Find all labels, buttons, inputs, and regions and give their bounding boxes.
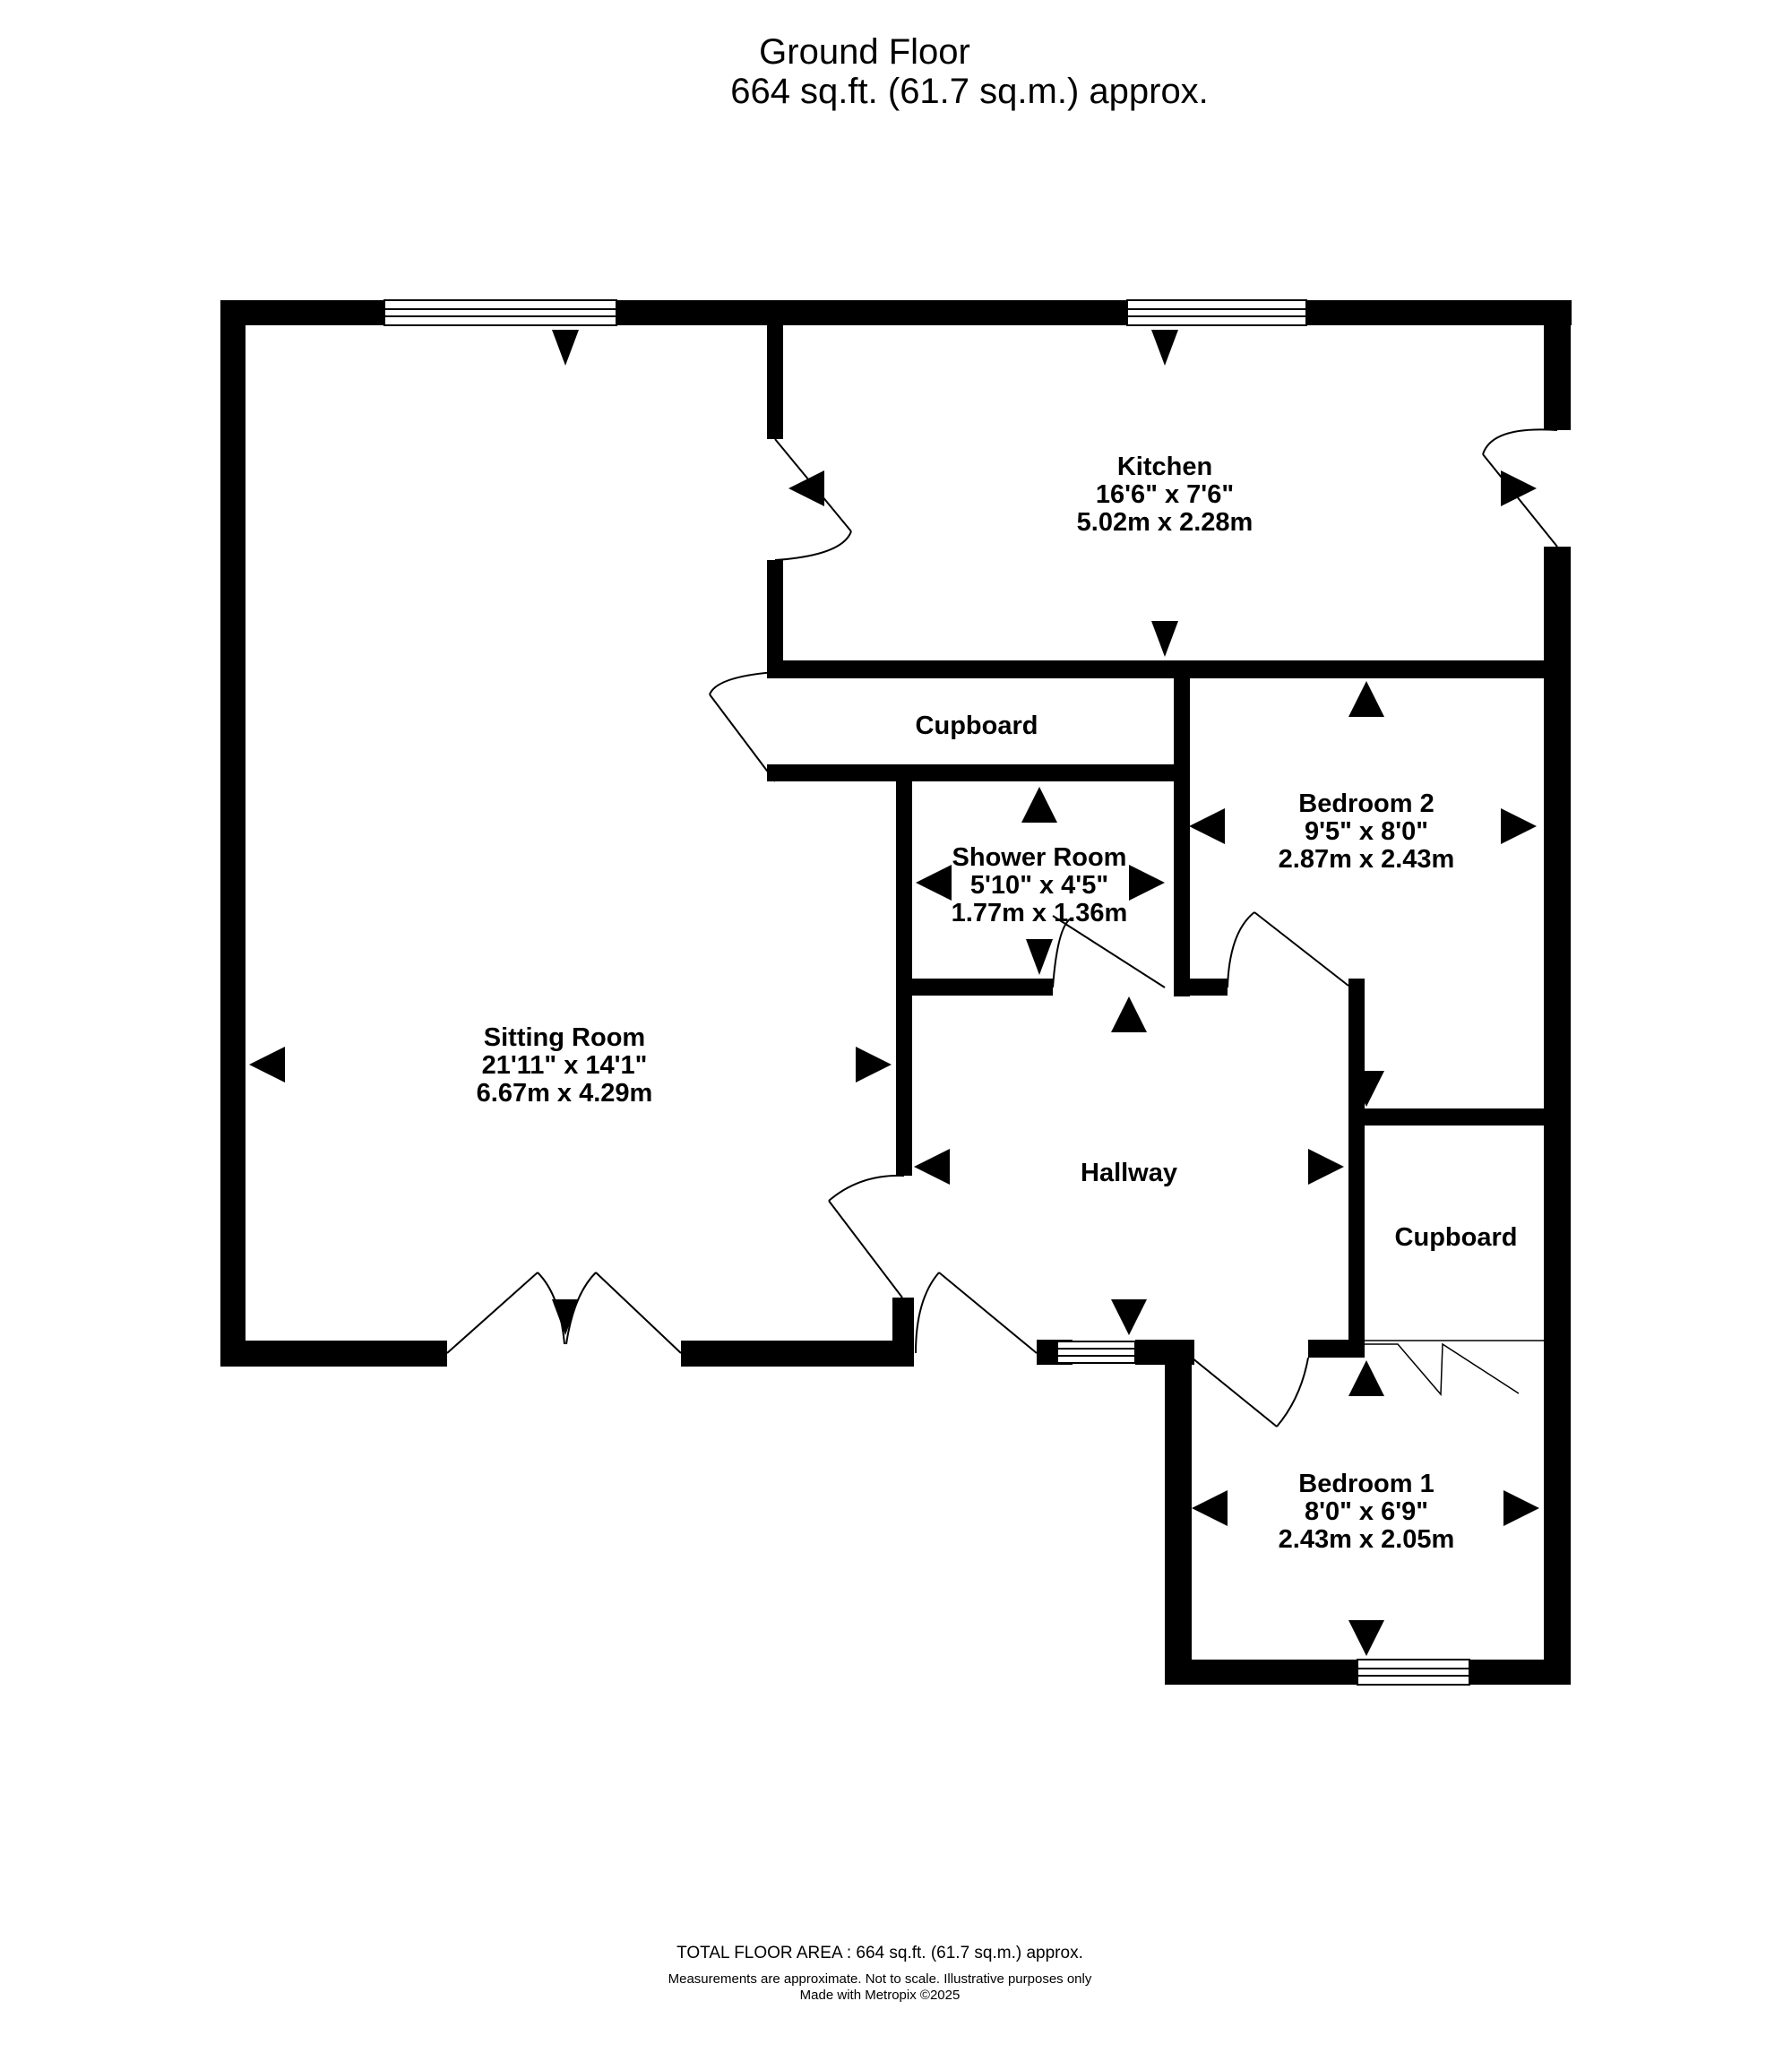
sitting-metric: 6.67m x 4.29m: [477, 1079, 653, 1108]
kitchen-name: Kitchen: [1117, 453, 1212, 481]
credit: Made with Metropix ©2025: [799, 1988, 961, 2003]
bedroom1-metric: 2.43m x 2.05m: [1279, 1525, 1455, 1554]
shower-name: Shower Room: [952, 843, 1127, 872]
kitchen-metric: 5.02m x 2.28m: [1077, 508, 1254, 537]
bedroom1-name: Bedroom 1: [1298, 1470, 1434, 1498]
bedroom2-metric: 2.87m x 2.43m: [1279, 845, 1455, 874]
sitting-name: Sitting Room: [484, 1023, 645, 1052]
room-shower: Shower Room 5'10" x 4'5" 1.77m x 1.36m: [952, 843, 1128, 927]
total-floor-area: TOTAL FLOOR AREA : 664 sq.ft. (61.7 sq.m…: [676, 1944, 1083, 1962]
sitting-imperial: 21'11" x 14'1": [482, 1051, 648, 1080]
windows: [383, 299, 1470, 1686]
room-cupboard-top: Cupboard: [916, 712, 1038, 740]
kitchen-imperial: 16'6" x 7'6": [1096, 480, 1234, 509]
cupboard-top-name: Cupboard: [916, 712, 1038, 740]
floor-title: Ground Floor: [759, 32, 970, 72]
window-kitchen-top: [1126, 299, 1307, 326]
shower-metric: 1.77m x 1.36m: [952, 899, 1128, 927]
room-bedroom-2: Bedroom 2 9'5" x 8'0" 2.87m x 2.43m: [1279, 789, 1455, 874]
room-sitting: Sitting Room 21'11" x 14'1" 6.67m x 4.29…: [477, 1023, 653, 1108]
room-hallway: Hallway: [1081, 1159, 1177, 1187]
hallway-name: Hallway: [1081, 1159, 1177, 1187]
window-hallway-bottom: [1056, 1341, 1136, 1364]
floor-area: 664 sq.ft. (61.7 sq.m.) approx.: [730, 72, 1209, 111]
room-cupboard-right: Cupboard: [1395, 1223, 1518, 1252]
window-bedroom1-bottom: [1357, 1659, 1470, 1686]
room-kitchen: Kitchen 16'6" x 7'6" 5.02m x 2.28m: [1077, 453, 1254, 537]
disclaimer: Measurements are approximate. Not to sca…: [668, 1971, 1092, 1987]
bedroom1-imperial: 8'0" x 6'9": [1305, 1497, 1428, 1526]
cupboard-right-name: Cupboard: [1395, 1223, 1518, 1252]
bedroom2-imperial: 9'5" x 8'0": [1305, 817, 1428, 846]
doors: [446, 428, 1559, 1427]
dimension-arrows: [249, 330, 1539, 1656]
shower-imperial: 5'10" x 4'5": [970, 871, 1108, 900]
window-sitting-top: [383, 299, 617, 326]
walls: [220, 300, 1572, 1685]
room-bedroom-1: Bedroom 1 8'0" x 6'9" 2.43m x 2.05m: [1279, 1470, 1455, 1554]
bedroom2-name: Bedroom 2: [1298, 789, 1434, 818]
